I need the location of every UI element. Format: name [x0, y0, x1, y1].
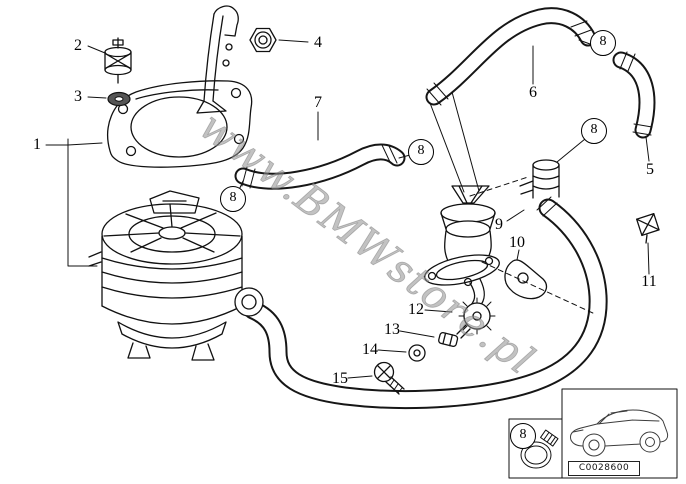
hose-7	[234, 143, 406, 190]
leader-lines	[45, 39, 650, 379]
impeller	[456, 297, 496, 339]
support-strap	[196, 5, 239, 114]
screw	[373, 361, 405, 395]
air-pump	[88, 190, 243, 361]
diagram-code: C0028600	[568, 461, 640, 476]
mounting-bracket	[107, 80, 253, 168]
clip-11	[636, 213, 660, 244]
reference-dashed-lines	[469, 176, 596, 315]
air-valve	[424, 91, 500, 308]
hose-clamp-symbol	[520, 429, 559, 469]
main-hose	[243, 196, 608, 410]
sleeve	[438, 331, 459, 348]
washer-14	[408, 344, 426, 362]
hose-6	[425, 7, 597, 106]
pump-outlet-boss	[234, 287, 264, 317]
grommet-washer	[107, 91, 131, 107]
hose-5	[612, 51, 656, 139]
rubber-mount	[104, 37, 132, 84]
hex-nut	[249, 27, 277, 53]
car-thumbnail	[570, 409, 669, 457]
holder-clip	[504, 259, 548, 300]
t-connector	[519, 159, 560, 199]
